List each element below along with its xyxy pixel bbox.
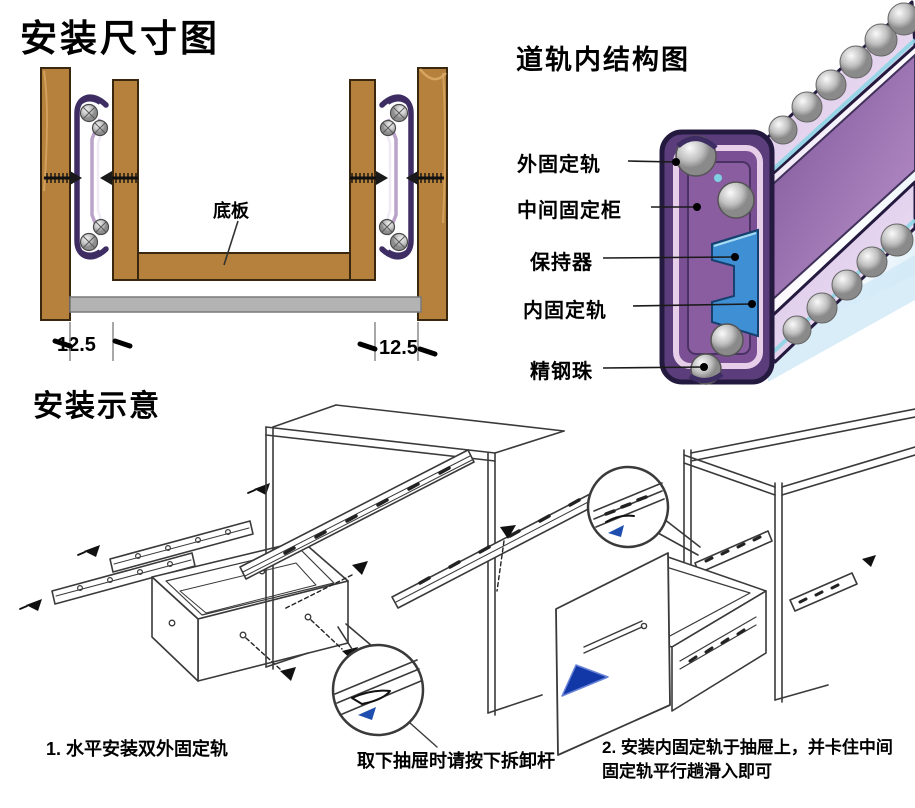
illustration-drawer-insert — [555, 408, 915, 756]
slide-cross-section — [44, 94, 138, 260]
rail-3d-body — [659, 0, 915, 385]
dimension-diagram — [40, 67, 448, 361]
drawer-handle — [583, 620, 648, 654]
structure-diagram-title: 道轨内结构图 — [516, 45, 690, 75]
label-retainer: 保持器 — [530, 252, 593, 274]
bottom-plate-leader — [223, 220, 239, 266]
caption-step1: 1. 水平安装双外固定轨 — [46, 739, 229, 759]
label-steel-ball: 精钢珠 — [530, 361, 593, 383]
label-leaders — [602, 158, 756, 371]
magnifier-rail-detail — [586, 465, 701, 556]
steel-ball — [79, 103, 110, 252]
dimension-diagram-title: 安装尺寸图 — [20, 18, 220, 59]
structure-diagram — [602, 0, 915, 385]
caption-step2: 2. 安装内固定轨于抽屉上，并卡住中间 固定轨平行趟滑入即可 — [602, 738, 893, 781]
screw-icon — [862, 555, 876, 567]
label-outer-rail: 外固定轨 — [517, 154, 601, 176]
illustration-cabinet-rails — [239, 404, 599, 748]
installation-title: 安装示意 — [33, 390, 161, 423]
screw-icon — [100, 171, 138, 185]
dimension-right-value: 12.5 — [379, 337, 418, 359]
bottom-plate-label: 底板 — [213, 201, 249, 221]
steel-ball-row-bottom — [782, 223, 914, 345]
blue-arrow-icon — [358, 707, 376, 720]
dimension-left-value: 12.5 — [57, 334, 96, 356]
magnifier-release-lever — [331, 623, 438, 748]
caption-lever: 取下抽屉时请按下拆卸杆 — [357, 751, 555, 771]
screw-icon — [352, 525, 516, 575]
steel-ball-row-top — [768, 2, 915, 145]
installation-illustrations — [19, 404, 915, 756]
illustration-drawer-exploded — [19, 483, 358, 682]
blue-arrow-icon — [561, 664, 609, 697]
dimension-arrows — [52, 338, 438, 357]
gray-base-board — [69, 296, 422, 313]
blue-arrow-icon — [608, 525, 624, 537]
screw-icon — [44, 171, 82, 185]
bottom-plate-board — [137, 252, 351, 281]
label-middle-rail: 中间固定柜 — [517, 200, 622, 222]
wood-boards — [40, 67, 448, 321]
dimension-marks — [69, 322, 419, 361]
label-inner-rail: 内固定轨 — [523, 300, 607, 322]
